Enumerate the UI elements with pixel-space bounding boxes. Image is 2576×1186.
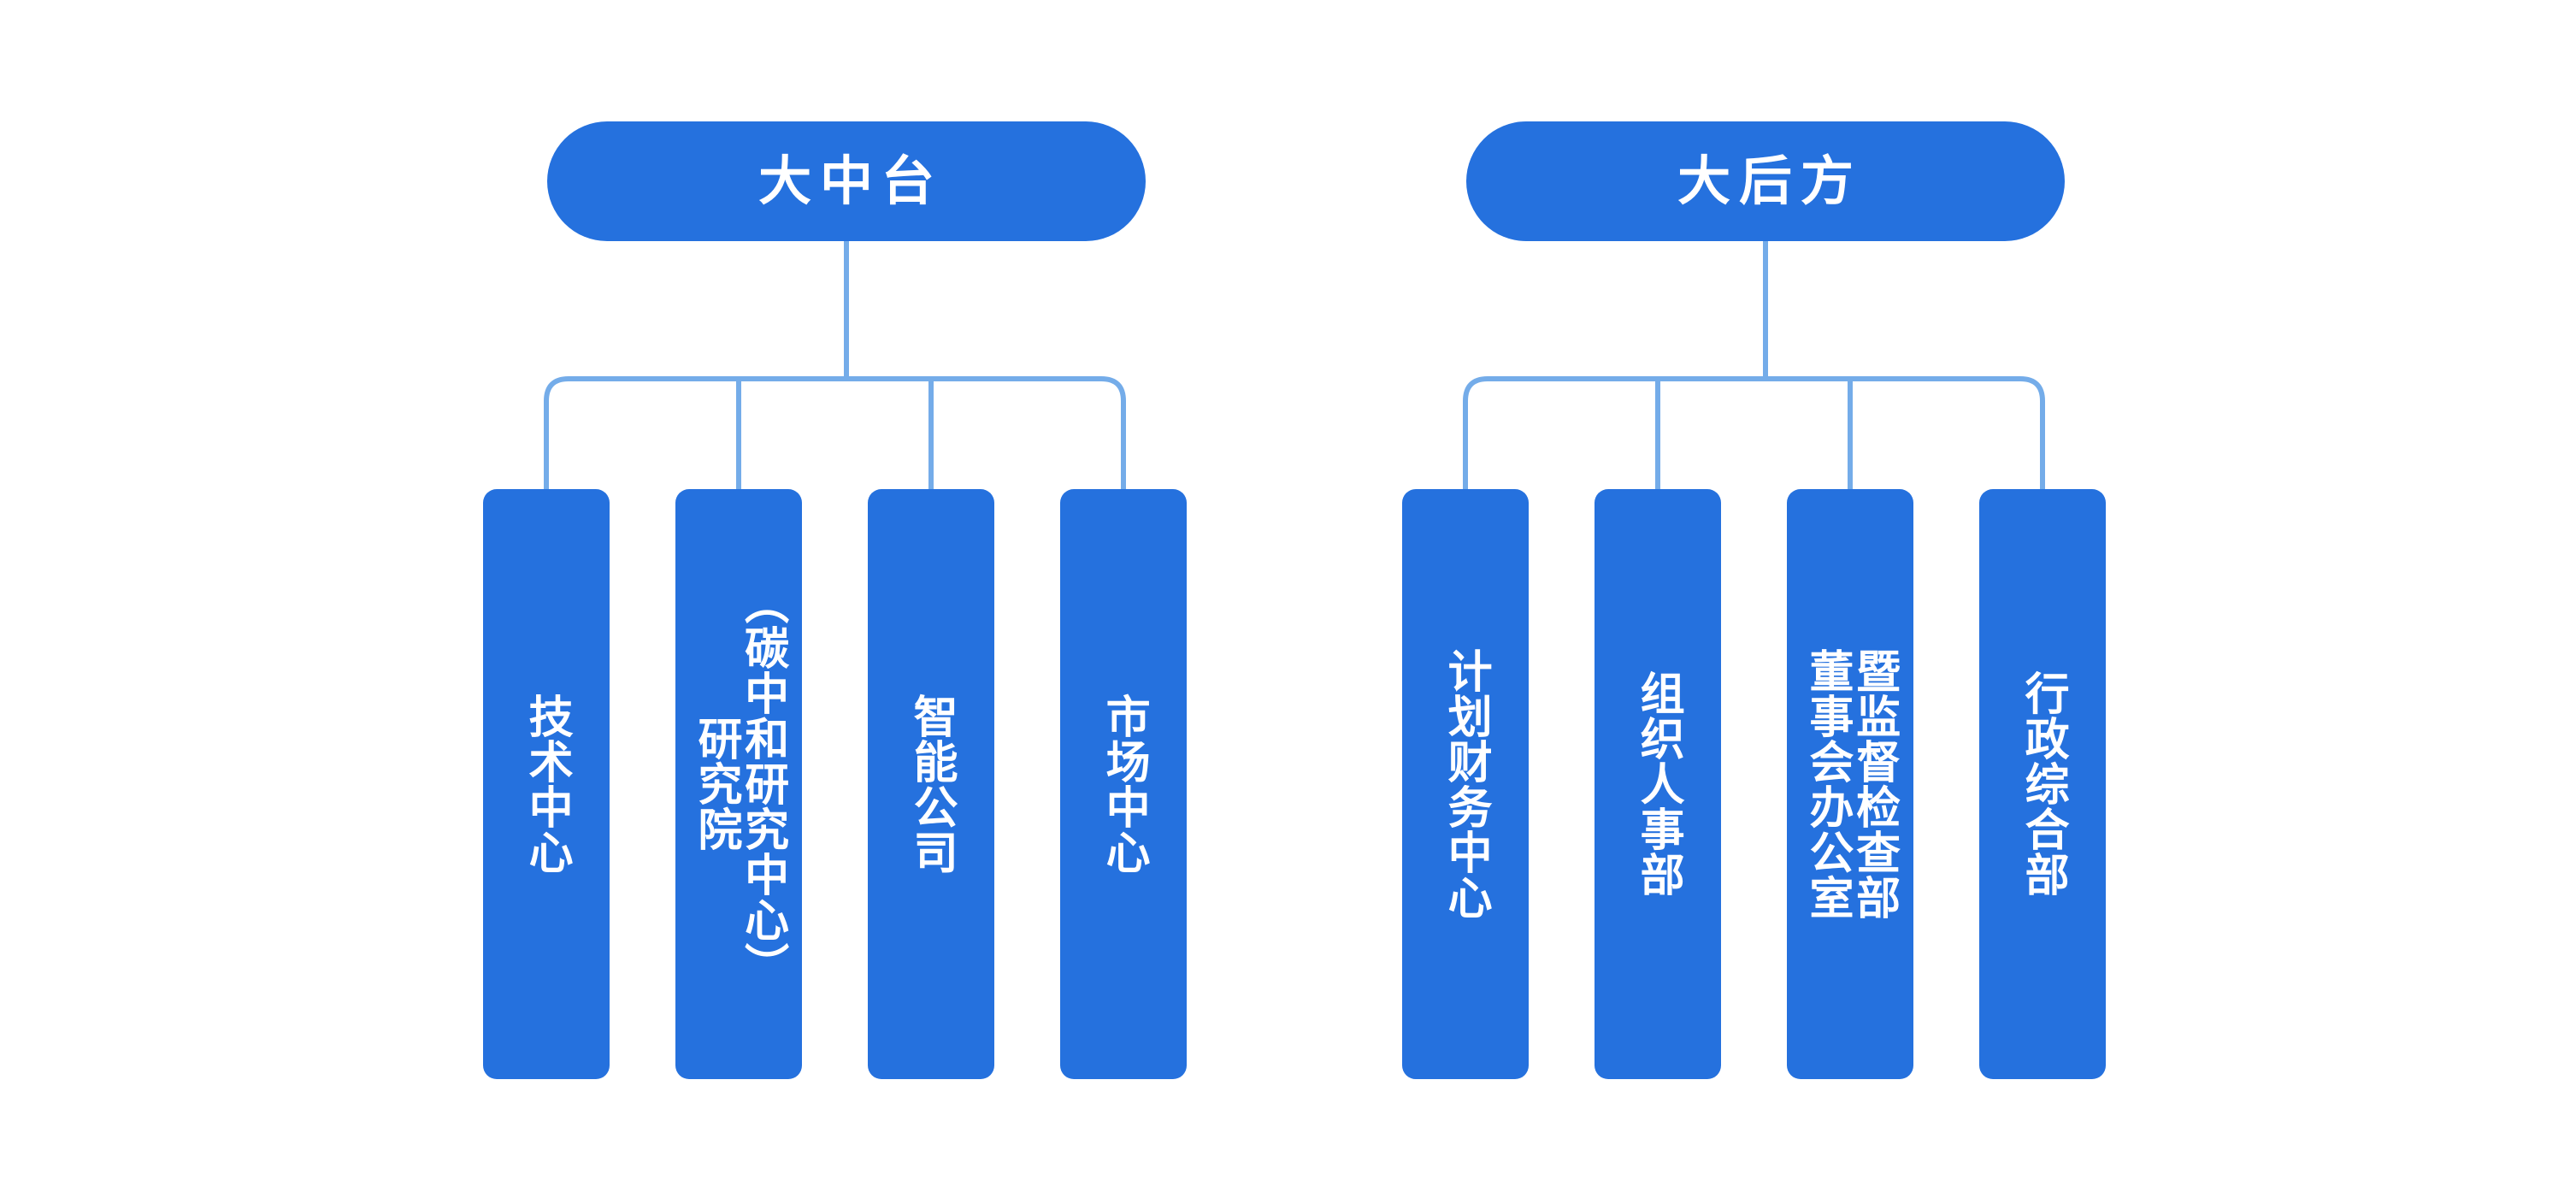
node-jishu-zhongxin-label-col-1: 技术中心 — [521, 693, 573, 876]
node-dongshihui-bangongshi[interactable]: 暨监督检查部 董事会办公室 — [1787, 489, 1913, 1079]
node-zhineng-gongsi-label-col-1: 智能公司 — [905, 693, 958, 876]
root-node-group-2[interactable]: 大后方 — [1466, 121, 2065, 241]
node-shichang-zhongxin-label-col-1: 市场中心 — [1098, 693, 1150, 876]
node-yanjiuyuan-label-col-1: （碳中和研究中心） — [736, 580, 788, 988]
root-node-group-2-label: 大后方 — [1677, 150, 1862, 212]
node-jishu-zhongxin[interactable]: 技术中心 — [483, 489, 610, 1079]
node-xingzheng-zonghe-bu[interactable]: 行政综合部 — [1979, 489, 2106, 1079]
root-node-group-1-label: 大中台 — [758, 150, 943, 212]
node-dongshihui-bangongshi-label-col-1: 暨监督检查部 — [1848, 647, 1900, 921]
node-jihua-caiwu-zhongxin[interactable]: 计划财务中心 — [1402, 489, 1529, 1079]
node-yanjiuyuan-label-col-2: 研究院 — [690, 716, 741, 853]
node-yanjiuyuan[interactable]: （碳中和研究中心） 研究院 — [675, 489, 802, 1079]
node-zuzhi-renshi-bu[interactable]: 组织人事部 — [1595, 489, 1721, 1079]
node-dongshihui-bangongshi-label-col-2: 董事会办公室 — [1801, 647, 1853, 921]
node-shichang-zhongxin[interactable]: 市场中心 — [1060, 489, 1187, 1079]
node-jihua-caiwu-zhongxin-label-col-1: 计划财务中心 — [1440, 647, 1492, 921]
node-zuzhi-renshi-bu-label-col-1: 组织人事部 — [1632, 670, 1684, 898]
root-node-group-1[interactable]: 大中台 — [547, 121, 1146, 241]
node-xingzheng-zonghe-bu-label-col-1: 行政综合部 — [2017, 670, 2069, 898]
node-zhineng-gongsi[interactable]: 智能公司 — [868, 489, 994, 1079]
